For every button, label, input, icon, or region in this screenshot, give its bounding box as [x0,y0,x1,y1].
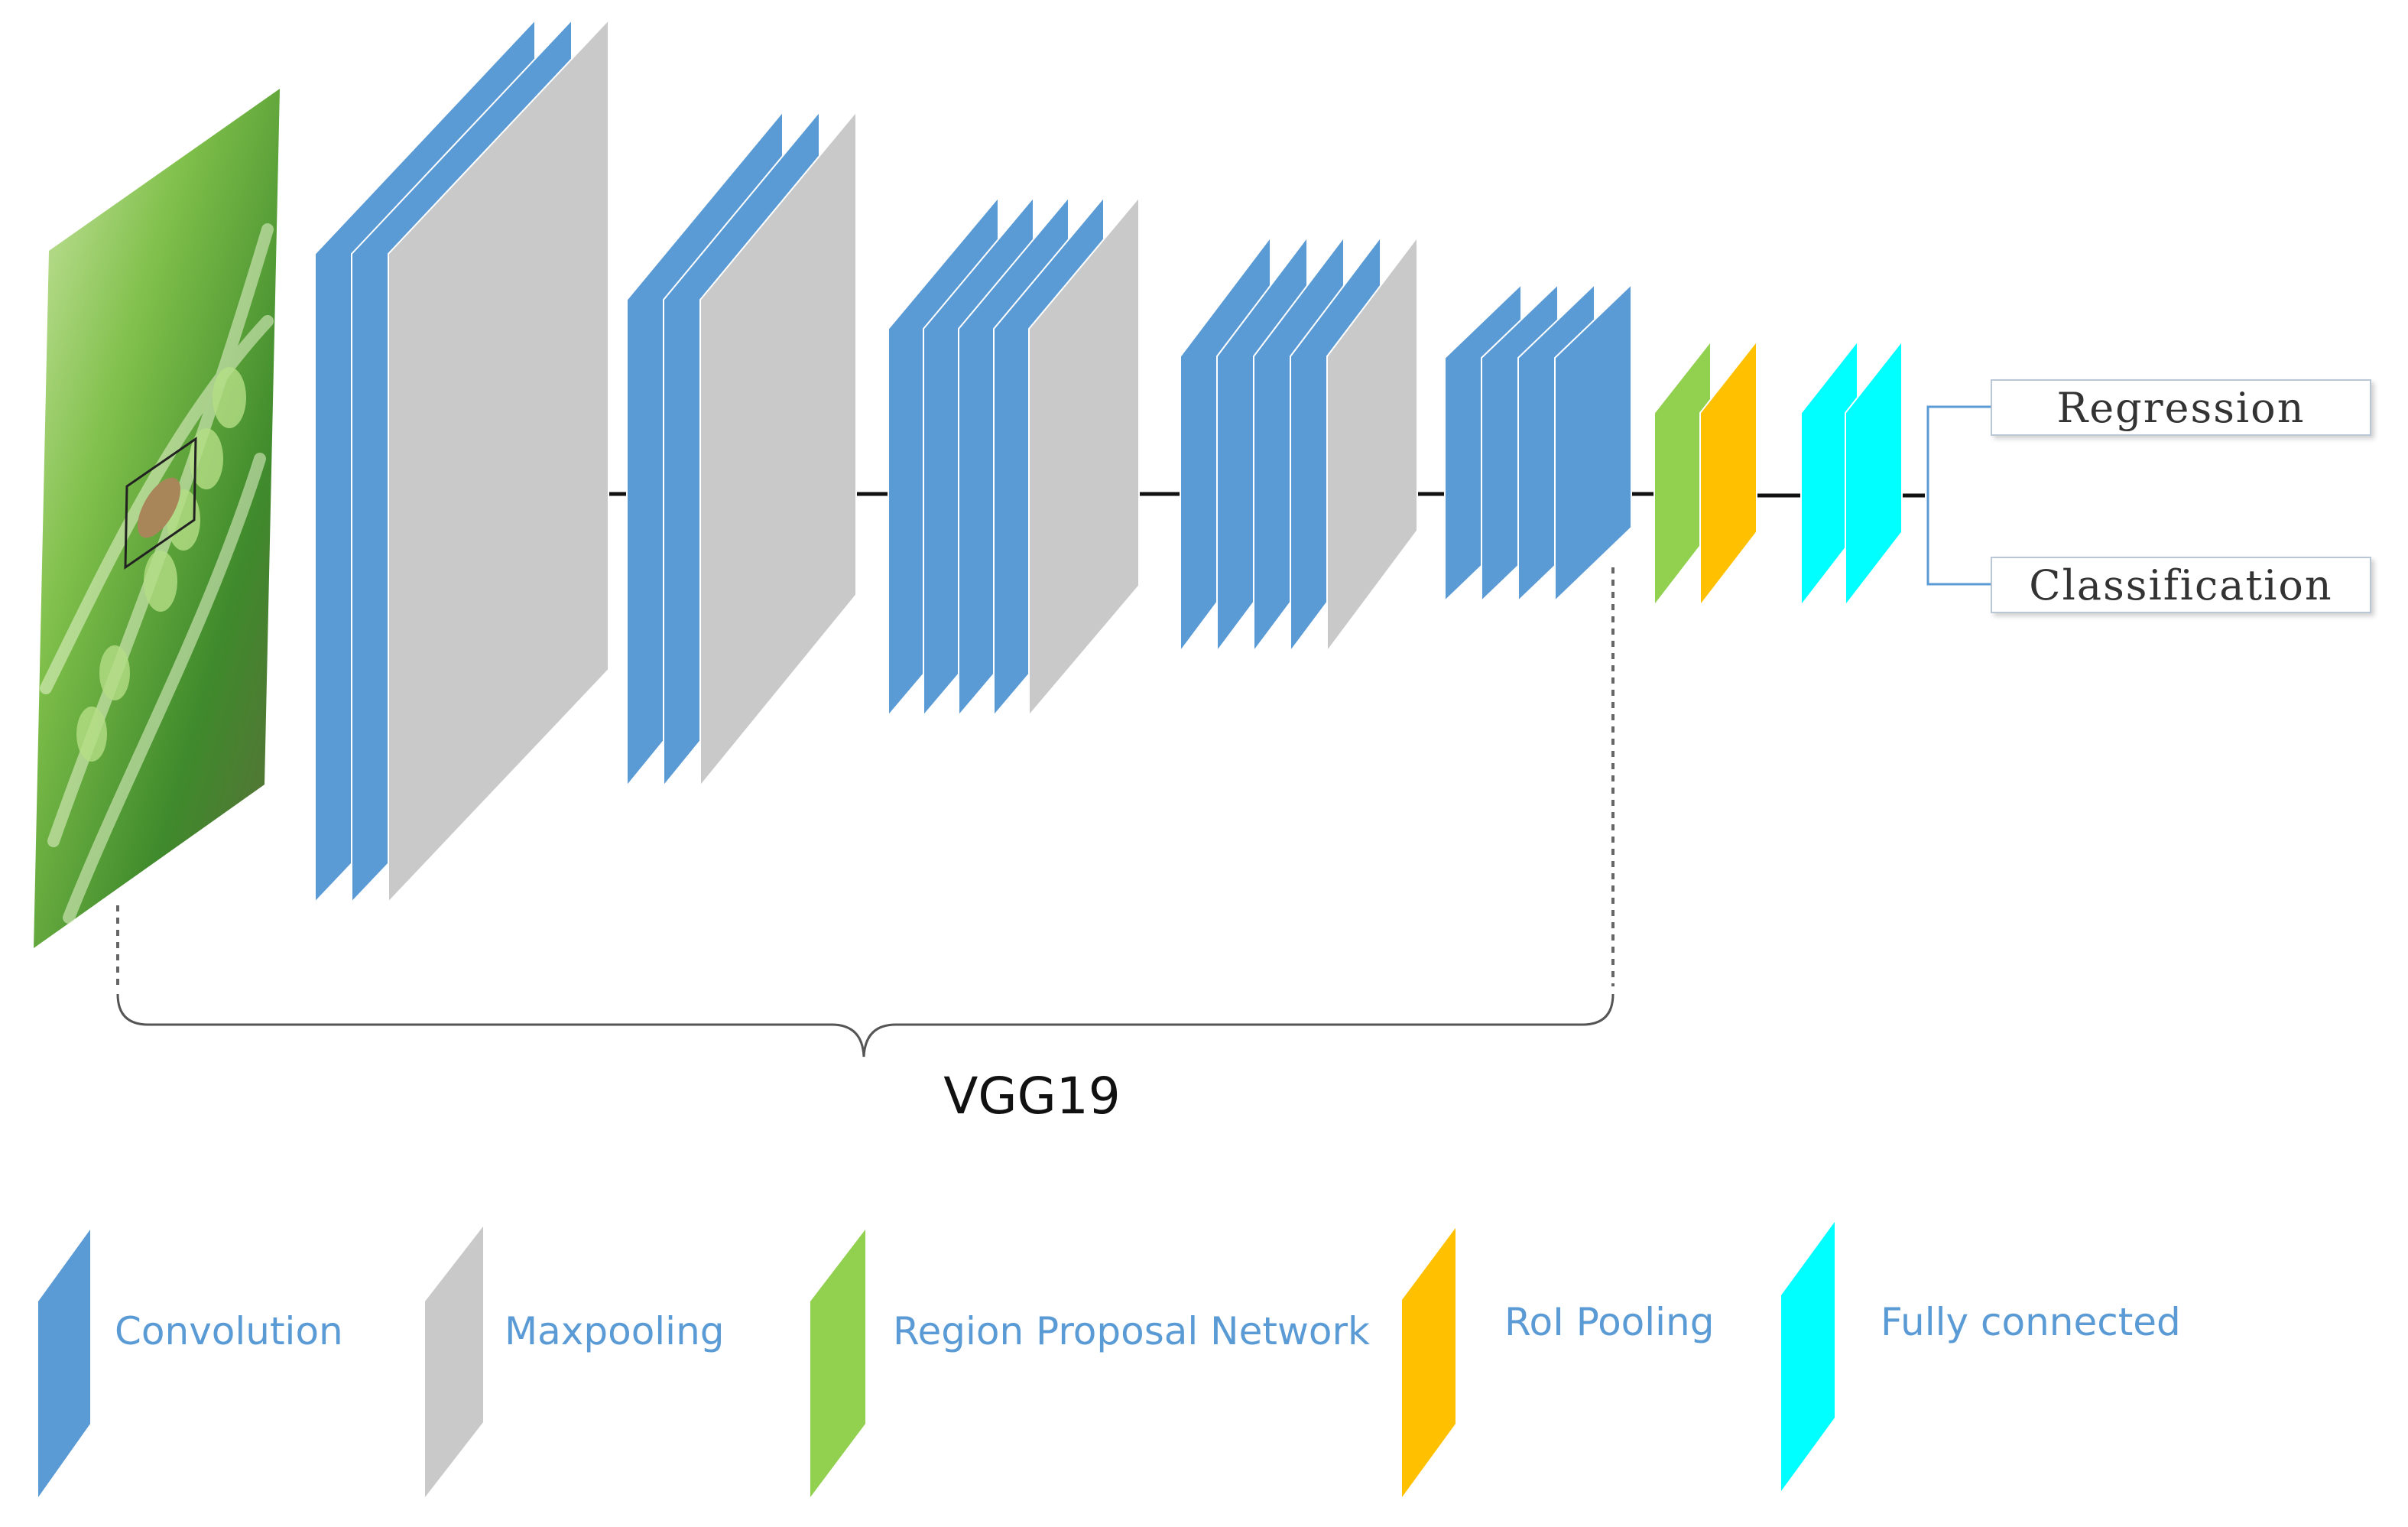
vgg-block-2 [626,109,857,788]
classification-output-box: Classification [1991,557,2371,613]
legend-label-fully-connected: Fully connected [1881,1300,2181,1344]
vgg-brace [116,993,1615,1058]
legend-swatch-rpn [810,1230,865,1497]
vgg19-label: VGG19 [943,1067,1121,1126]
legend-swatch-maxpooling [425,1226,483,1497]
legend-label-convolution: Convolution [115,1309,343,1353]
legend-swatch-fully-connected [1781,1222,1835,1491]
legend-label-maxpooling: Maxpooling [505,1309,725,1353]
legend [38,1222,1835,1497]
legend-swatch-roi-pooling [1402,1228,1456,1497]
regression-output-box: Regression [1991,379,2371,436]
vgg-span-guides [116,567,1615,986]
legend-swatch-convolution [38,1230,90,1497]
insect-bounding-box [124,437,197,570]
fc-layer-2 [1845,339,1903,608]
vgg-block-1 [314,18,609,905]
vgg-block-5 [1444,282,1632,603]
roi-pooling-layer [1699,339,1757,608]
legend-label-roi-pooling: RoI Pooling [1504,1300,1715,1344]
legend-label-rpn: Region Proposal Network [893,1309,1370,1353]
regression-label: Regression [2056,383,2306,432]
output-fork [1926,405,1991,586]
input-image [34,89,280,948]
vgg-block-3 [888,195,1140,718]
vgg-block-4 [1180,235,1418,655]
classification-label: Classification [2029,560,2333,609]
